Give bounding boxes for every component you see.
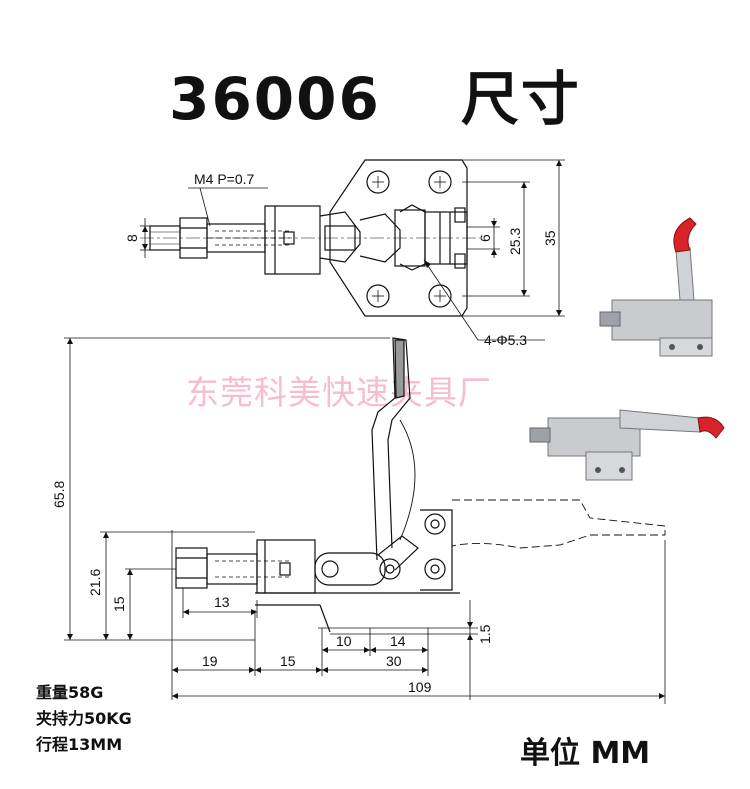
product-photo-closed xyxy=(529,409,725,481)
holes-label: 4-Φ5.3 xyxy=(484,332,527,348)
side-view-arrows xyxy=(67,338,665,699)
dim-15-horizontal: 15 xyxy=(280,653,296,669)
spec-list: 重量58G 夹持力50KG 行程13MM xyxy=(36,680,132,758)
dim-25-3: 25.3 xyxy=(507,228,523,255)
thread-label: M4 P=0.7 xyxy=(194,171,255,187)
dim-30: 30 xyxy=(386,653,402,669)
dim-10: 10 xyxy=(336,633,352,649)
mounting-hole xyxy=(366,170,390,194)
dim-19: 19 xyxy=(202,653,218,669)
mounting-hole xyxy=(428,284,452,308)
spec-clamp-force: 夹持力50KG xyxy=(36,709,132,728)
dim-35: 35 xyxy=(542,230,558,246)
page-title: 36006 尺寸 xyxy=(0,52,750,136)
dim-15-vertical: 15 xyxy=(111,596,127,612)
dim-21-6: 21.6 xyxy=(87,569,103,596)
dim-65-8: 65.8 xyxy=(51,481,67,508)
dim-6: 6 xyxy=(477,234,493,242)
product-photo-open xyxy=(599,217,713,357)
dim-14: 14 xyxy=(390,633,406,649)
watermark: 东莞科美快速夹具厂 xyxy=(186,373,492,412)
side-view xyxy=(175,337,666,633)
dim-8: 8 xyxy=(124,234,140,242)
unit-label: 单位 MM xyxy=(520,736,651,771)
body-block xyxy=(264,205,321,275)
plunger-shaft xyxy=(206,553,258,585)
model-number: 36006 xyxy=(169,65,381,133)
spec-stroke: 行程13MM xyxy=(36,735,123,754)
spec-weight: 重量58G xyxy=(36,683,104,702)
top-view xyxy=(140,159,480,317)
side-view-dimensions xyxy=(64,337,666,704)
top-view-arrows xyxy=(142,160,562,316)
mounting-hole xyxy=(428,170,452,194)
dim-109: 109 xyxy=(408,679,432,695)
title-label: 尺寸 xyxy=(460,65,581,133)
body-block xyxy=(256,539,316,594)
top-view-dimensions xyxy=(140,159,565,341)
dim-13: 13 xyxy=(214,594,230,610)
mounting-hole xyxy=(366,284,390,308)
dim-1-5: 1.5 xyxy=(477,624,493,644)
hex-nut xyxy=(175,547,208,589)
